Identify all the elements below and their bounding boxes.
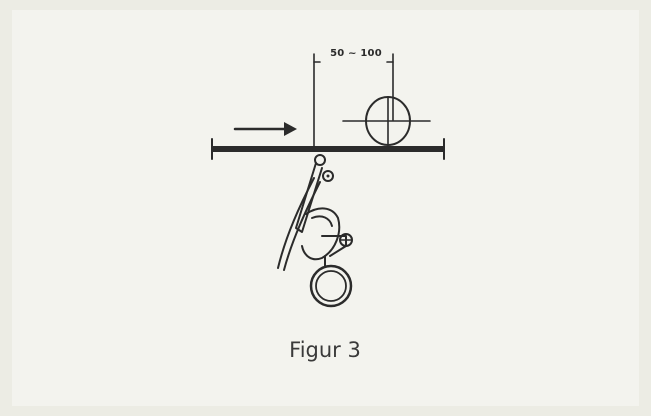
- sensor-assembly: [277, 154, 353, 308]
- figure-caption: Figur 3: [289, 338, 361, 362]
- workpiece-circle: [342, 96, 431, 146]
- dimension-marker: [313, 53, 394, 147]
- rail: [211, 138, 445, 160]
- direction-arrow-icon: [233, 122, 297, 136]
- dimension-label: 50 ~ 100: [330, 48, 382, 59]
